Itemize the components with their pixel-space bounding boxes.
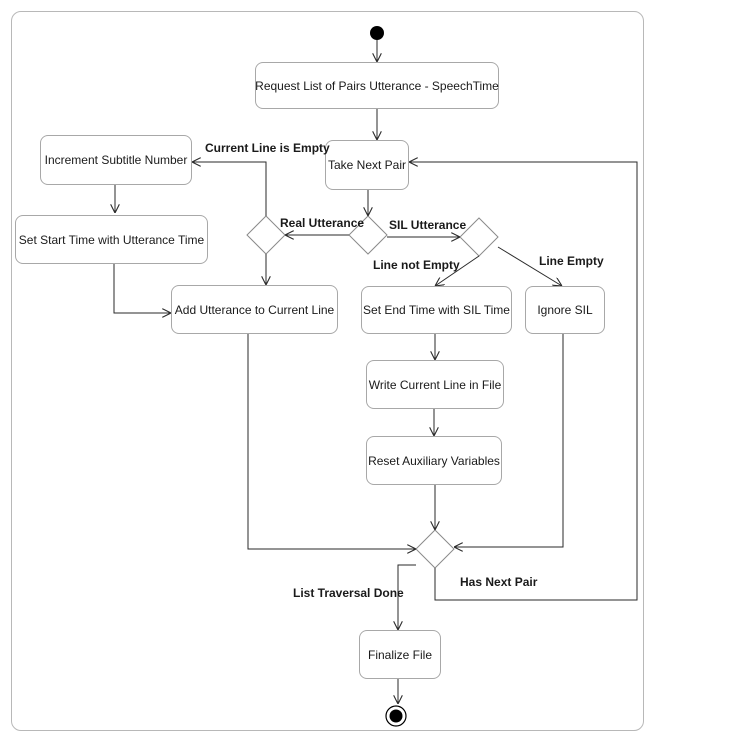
label-line-empty: Line Empty — [539, 254, 604, 268]
final-node — [385, 705, 407, 727]
diagram-frame — [11, 11, 644, 731]
edge-start-to-add — [113, 264, 171, 313]
node-request-list: Request List of Pairs Utterance - Speech… — [255, 62, 499, 109]
node-set-start-time: Set Start Time with Utterance Time — [15, 215, 208, 264]
edge-sil-not-empty — [435, 255, 480, 286]
label-has-next-pair: Has Next Pair — [460, 575, 538, 589]
label-current-line-empty: Current Line is Empty — [205, 141, 330, 155]
node-take-next-pair: Take Next Pair — [325, 140, 409, 190]
node-add-utterance: Add Utterance to Current Line — [171, 285, 338, 334]
edge-sil-empty — [497, 246, 562, 286]
edge-traversal-done — [398, 564, 416, 630]
node-increment-subtitle: Increment Subtitle Number — [40, 135, 192, 185]
node-reset-variables: Reset Auxiliary Variables — [366, 436, 502, 485]
edge-ignore-to-merge — [454, 334, 564, 547]
label-list-traversal-done: List Traversal Done — [293, 586, 404, 600]
node-ignore-sil: Ignore SIL — [525, 286, 605, 334]
label-sil-utterance: SIL Utterance — [389, 218, 467, 232]
edge-add-to-merge — [247, 334, 416, 549]
edge-line-empty-to-increment — [192, 162, 267, 216]
label-real-utterance: Real Utterance — [280, 216, 365, 230]
node-set-end-time: Set End Time with SIL Time — [361, 286, 512, 334]
label-line-not-empty: Line not Empty — [373, 258, 460, 272]
node-finalize-file: Finalize File — [359, 630, 441, 679]
node-write-line: Write Current Line in File — [366, 360, 504, 409]
initial-node — [370, 26, 384, 40]
edge-has-next-pair — [409, 162, 638, 601]
merge-next-pair — [415, 529, 455, 569]
decision-utterance-type — [348, 215, 388, 255]
